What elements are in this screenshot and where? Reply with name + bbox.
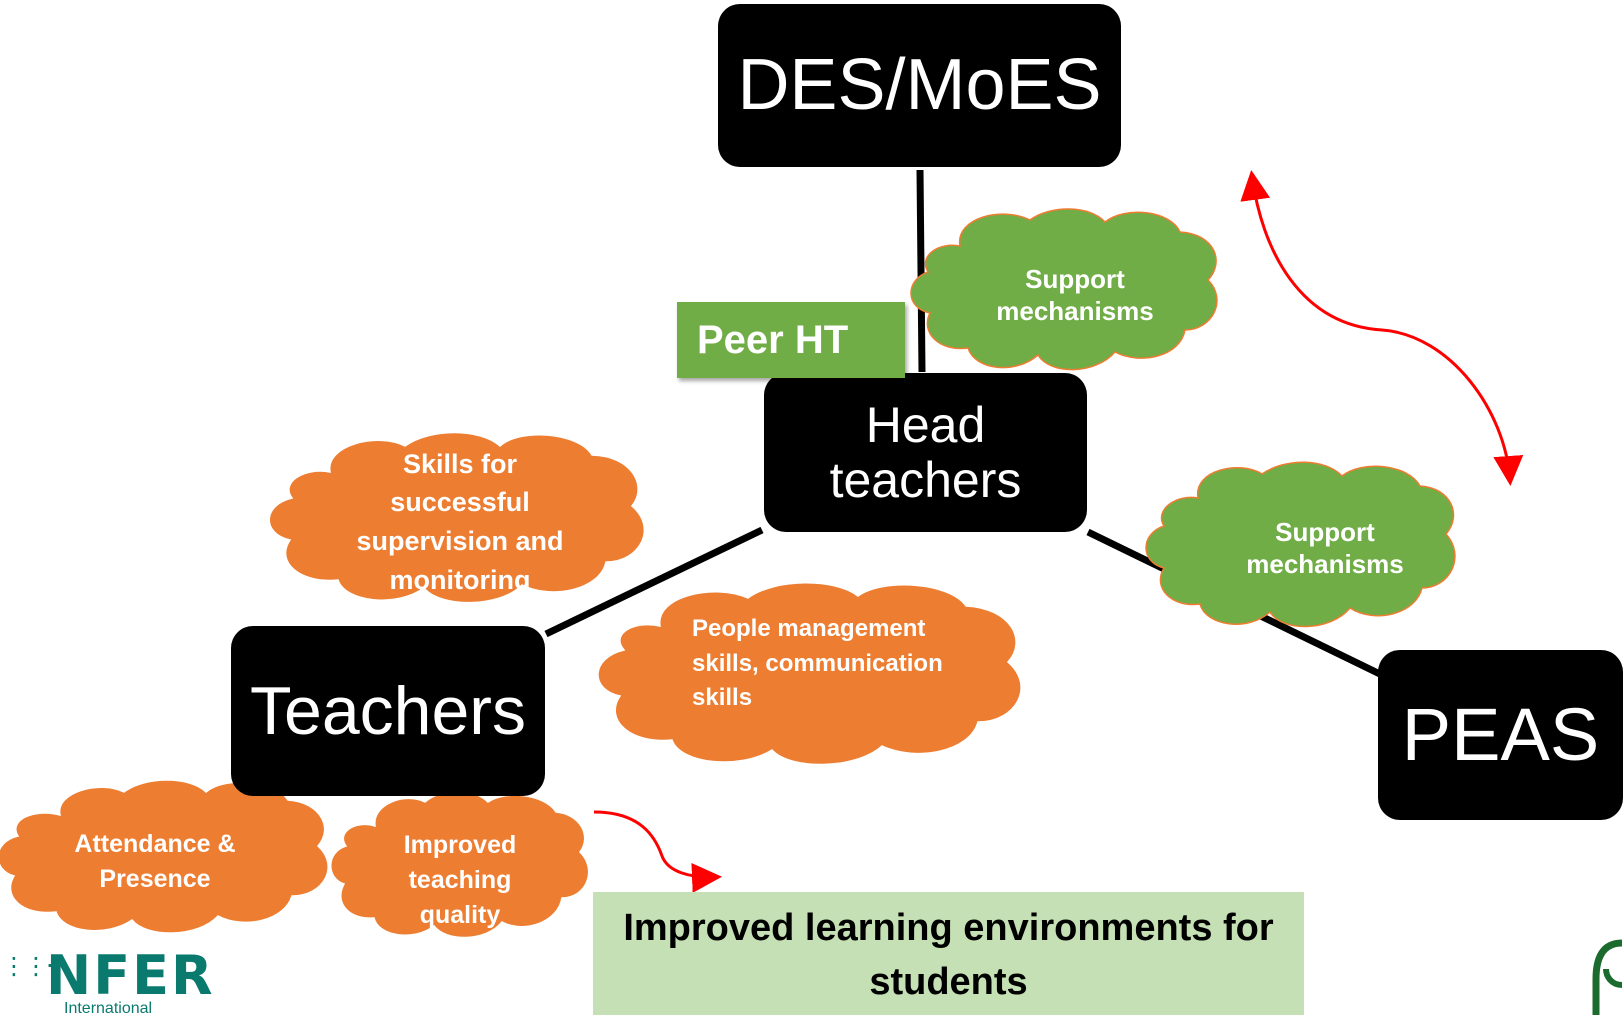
improved-line1: Improved bbox=[403, 830, 517, 859]
skills-cloud bbox=[268, 431, 646, 604]
head-teachers-node: Head teachers bbox=[764, 373, 1087, 532]
improved-line2: teaching bbox=[408, 865, 512, 894]
attendance-cloud-text: Attendance & Presence bbox=[40, 822, 270, 902]
head-teachers-label-line2: teachers bbox=[829, 451, 1022, 508]
outcome-box: Improved learning environments for stude… bbox=[593, 892, 1304, 1015]
nfer-dots-icon: ⋮⋮· bbox=[2, 952, 54, 980]
peas-label: PEAS bbox=[1401, 693, 1600, 777]
arrow-to-outcome bbox=[593, 810, 722, 893]
people-line1: People management bbox=[692, 614, 926, 642]
support-cloud-top bbox=[910, 208, 1218, 371]
des-moes-label: DES/MoES bbox=[737, 44, 1102, 125]
attendance-cloud bbox=[0, 779, 329, 934]
double-arrow-des-peas bbox=[1240, 170, 1524, 486]
peer-ht-label: Peer HT bbox=[677, 302, 905, 378]
nfer-logo: ⋮⋮· NFER International bbox=[0, 944, 290, 1017]
support-right-line2: mechanisms bbox=[1246, 549, 1404, 579]
attendance-line2: Presence bbox=[99, 865, 211, 893]
improved-line3: quality bbox=[419, 900, 501, 929]
people-line3: skills bbox=[692, 684, 753, 712]
support-top-line2: mechanisms bbox=[996, 296, 1154, 326]
teachers-node: Teachers bbox=[231, 626, 545, 796]
improved-cloud bbox=[330, 790, 590, 939]
des-moes-node: DES/MoES bbox=[718, 4, 1121, 167]
support-cloud-top-text: Support mechanisms bbox=[960, 250, 1190, 340]
support-top-line1: Support bbox=[1025, 263, 1125, 294]
attendance-line1: Attendance & bbox=[74, 830, 236, 858]
skills-cloud-text: Skills for successful supervision and mo… bbox=[320, 442, 600, 602]
outcome-line1: Improved learning environments for bbox=[623, 907, 1274, 949]
nfer-logo-subtitle: International bbox=[64, 1000, 153, 1017]
connector-head-teachers bbox=[544, 526, 764, 638]
peer-ht-text: Peer HT bbox=[697, 317, 849, 362]
improved-cloud-text: Improved teaching quality bbox=[370, 820, 550, 940]
people-line2: skills, communication bbox=[692, 649, 943, 677]
skills-line1: Skills for bbox=[402, 448, 518, 479]
people-cloud-text: People management skills, communication … bbox=[692, 609, 992, 719]
skills-line2: successful bbox=[390, 487, 530, 518]
teachers-label: Teachers bbox=[250, 672, 526, 749]
support-right-line1: Support bbox=[1275, 516, 1375, 547]
outcome-line2: students bbox=[869, 960, 1028, 1003]
partner-logo-icon bbox=[1592, 925, 1623, 1015]
connector-des-head bbox=[916, 169, 926, 373]
people-cloud bbox=[597, 582, 1022, 766]
peas-node: PEAS bbox=[1378, 650, 1623, 820]
nfer-logo-word: NFER bbox=[46, 944, 215, 1007]
skills-line4: monitoring bbox=[389, 564, 531, 595]
skills-line3: supervision and bbox=[356, 526, 564, 556]
head-teachers-label-line1: Head bbox=[865, 396, 986, 453]
support-cloud-right-text: Support mechanisms bbox=[1205, 503, 1445, 593]
